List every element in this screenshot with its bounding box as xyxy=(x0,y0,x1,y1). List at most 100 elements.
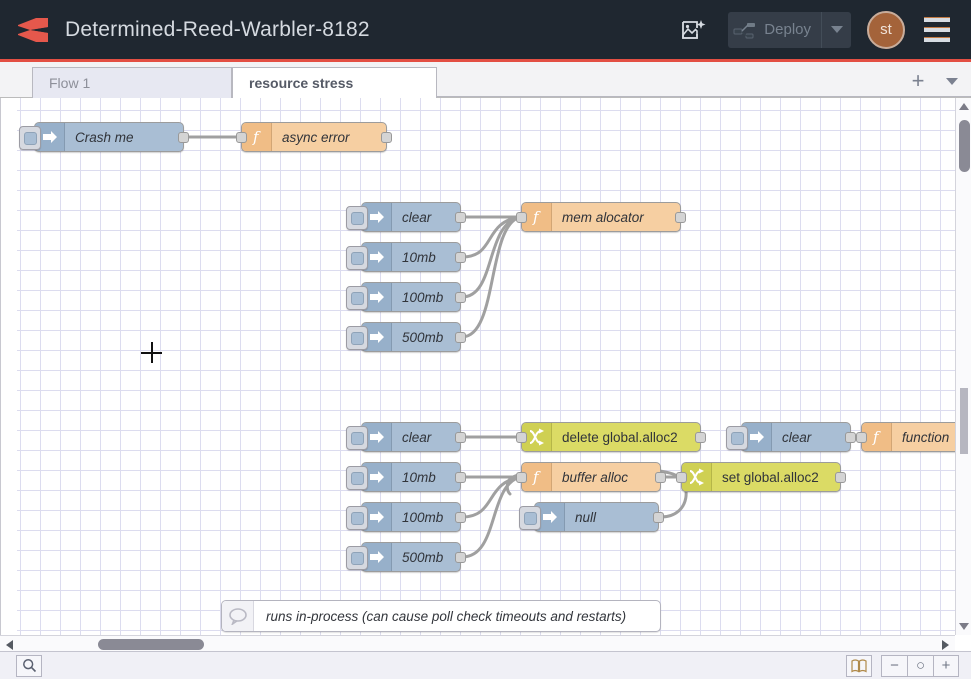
tab-label: Flow 1 xyxy=(49,75,91,91)
navigator-map-icon[interactable] xyxy=(846,654,872,677)
triangle-down-icon[interactable] xyxy=(959,623,969,630)
tab-bar-spacer xyxy=(437,66,905,97)
output-port[interactable] xyxy=(455,552,466,563)
inject-trigger-button[interactable] xyxy=(519,506,541,530)
tab-list-menu-button[interactable] xyxy=(941,66,963,97)
chevron-down-icon xyxy=(830,26,843,33)
input-port[interactable] xyxy=(516,212,527,223)
node-comment[interactable]: runs in-process (can cause poll check ti… xyxy=(221,600,661,632)
avatar-initials: st xyxy=(880,21,892,38)
zoom-in-button[interactable]: + xyxy=(933,654,959,677)
node-10mb-1[interactable]: 10mb xyxy=(346,242,466,272)
node-label: 500mb xyxy=(402,329,444,345)
output-port[interactable] xyxy=(655,472,666,483)
input-port[interactable] xyxy=(856,432,867,443)
inject-trigger-button[interactable] xyxy=(346,466,368,490)
circle-icon: ○ xyxy=(915,657,926,674)
hamburger-menu-icon[interactable] xyxy=(917,10,957,50)
deploy-dropdown-toggle[interactable] xyxy=(821,11,851,48)
output-port[interactable] xyxy=(845,432,856,443)
tab-flow-1[interactable]: Flow 1 xyxy=(32,67,232,98)
tab-resource-stress[interactable]: resource stress xyxy=(232,67,437,98)
node-function[interactable]: f function xyxy=(856,422,971,452)
output-port[interactable] xyxy=(178,132,189,143)
zoom-out-button[interactable]: − xyxy=(881,654,907,677)
node-label: function xyxy=(902,429,950,445)
inject-trigger-button[interactable] xyxy=(346,246,368,270)
page-title: Determined-Reed-Warbler-8182 xyxy=(65,17,370,41)
node-label: mem alocator xyxy=(562,209,644,225)
flow-tab-bar: Flow 1 resource stress + xyxy=(0,62,971,98)
flow-canvas[interactable]: Crash me f async error clear 10mb 100mb xyxy=(0,98,971,635)
node-mem-alocator[interactable]: f mem alocator xyxy=(516,202,686,232)
inject-trigger-button[interactable] xyxy=(346,546,368,570)
node-label: 100mb xyxy=(402,509,444,525)
horizontal-scrollbar-thumb[interactable] xyxy=(98,639,204,650)
output-port[interactable] xyxy=(455,252,466,263)
triangle-up-icon[interactable] xyxy=(959,103,969,110)
change-icon xyxy=(682,463,712,491)
inject-trigger-button[interactable] xyxy=(726,426,748,450)
image-sparkle-icon[interactable] xyxy=(672,10,714,50)
vertical-scrollbar-thumb[interactable] xyxy=(959,120,970,172)
svg-text:f: f xyxy=(252,128,261,146)
node-clear-3[interactable]: clear xyxy=(726,422,856,452)
output-port[interactable] xyxy=(381,132,392,143)
triangle-left-icon[interactable] xyxy=(6,640,13,650)
deploy-button[interactable]: Deploy xyxy=(728,11,851,48)
node-10mb-2[interactable]: 10mb xyxy=(346,462,466,492)
output-port[interactable] xyxy=(455,212,466,223)
comment-bubble-icon xyxy=(222,601,254,631)
output-port[interactable] xyxy=(455,472,466,483)
app-header: Determined-Reed-Warbler-8182 Deploy xyxy=(0,0,971,62)
node-100mb-1[interactable]: 100mb xyxy=(346,282,466,312)
zoom-reset-button[interactable]: ○ xyxy=(907,654,933,677)
add-flow-button[interactable]: + xyxy=(911,68,925,93)
node-null[interactable]: null xyxy=(519,502,664,532)
avatar[interactable]: st xyxy=(867,10,905,49)
input-port[interactable] xyxy=(676,472,687,483)
node-label: buffer alloc xyxy=(562,469,629,485)
node-label: 500mb xyxy=(402,549,444,565)
output-port[interactable] xyxy=(455,292,466,303)
inject-trigger-button[interactable] xyxy=(346,206,368,230)
output-port[interactable] xyxy=(695,432,706,443)
header-actions: Deploy st xyxy=(672,10,971,50)
input-port[interactable] xyxy=(236,132,247,143)
search-icon[interactable] xyxy=(16,654,42,677)
node-buffer-alloc[interactable]: f buffer alloc xyxy=(516,462,666,492)
output-port[interactable] xyxy=(455,432,466,443)
input-port[interactable] xyxy=(516,432,527,443)
inject-trigger-button[interactable] xyxy=(346,506,368,530)
node-label: 100mb xyxy=(402,289,444,305)
zoom-controls: − ○ + xyxy=(846,654,959,677)
inject-trigger-button[interactable] xyxy=(346,426,368,450)
node-set-global-alloc2[interactable]: set global.alloc2 xyxy=(676,462,846,492)
node-500mb-2[interactable]: 500mb xyxy=(346,542,466,572)
inject-trigger-button[interactable] xyxy=(346,286,368,310)
node-clear-1[interactable]: clear xyxy=(346,202,466,232)
output-port[interactable] xyxy=(653,512,664,523)
inject-trigger-button[interactable] xyxy=(19,126,41,150)
node-crash-me[interactable]: Crash me xyxy=(19,122,189,152)
node-label: clear xyxy=(402,209,432,225)
horizontal-scrollbar[interactable] xyxy=(0,635,955,651)
output-port[interactable] xyxy=(455,332,466,343)
vertical-scrollbar[interactable] xyxy=(955,98,971,635)
node-clear-2[interactable]: clear xyxy=(346,422,466,452)
node-delete-global-alloc2[interactable]: delete global.alloc2 xyxy=(516,422,706,452)
node-async-error[interactable]: f async error xyxy=(236,122,392,152)
output-port[interactable] xyxy=(455,512,466,523)
output-port[interactable] xyxy=(835,472,846,483)
svg-text:f: f xyxy=(872,428,881,446)
node-100mb-2[interactable]: 100mb xyxy=(346,502,466,532)
deploy-icon xyxy=(728,15,762,45)
canvas-grid xyxy=(1,98,971,635)
output-port[interactable] xyxy=(675,212,686,223)
plus-icon: + xyxy=(941,657,951,674)
function-f-icon: f xyxy=(522,463,552,491)
inject-trigger-button[interactable] xyxy=(346,326,368,350)
triangle-right-icon[interactable] xyxy=(942,640,949,650)
input-port[interactable] xyxy=(516,472,527,483)
node-500mb-1[interactable]: 500mb xyxy=(346,322,466,352)
